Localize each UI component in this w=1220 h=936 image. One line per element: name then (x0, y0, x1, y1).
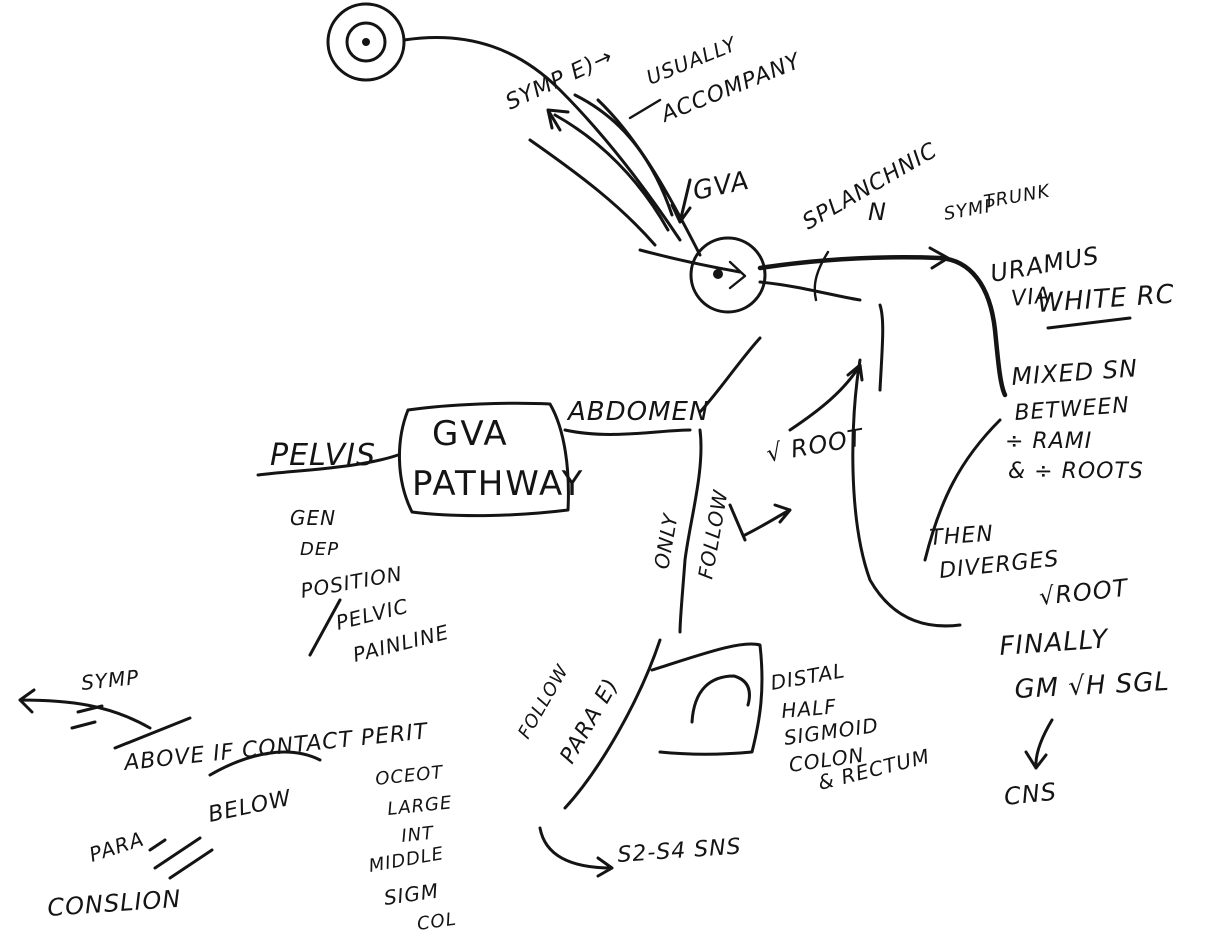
label-col-4: MIDDLE (367, 843, 445, 877)
follow-arrow (745, 505, 790, 535)
label-cns: CNS (1003, 778, 1059, 811)
label-follow-para-1: FOLLOW (514, 661, 573, 743)
eye-fibre-4 (598, 100, 700, 255)
label-col-1: OCEOT (374, 762, 445, 790)
center-node-line2: PATHWAY (412, 464, 584, 504)
label-pelvis-3: POSITION (299, 561, 405, 603)
para-dashes (150, 838, 212, 878)
label-follow: FOLLOW (693, 487, 732, 580)
fibre-into-ganglion (640, 250, 740, 272)
label-conslion: CONSLION (46, 885, 182, 922)
label-urami-1: URAMUS (988, 241, 1101, 288)
splanchnic-lower-line (760, 282, 860, 300)
pelvis-tick (310, 600, 340, 655)
label-urami-3: WHITE RC (1036, 279, 1175, 319)
label-symp-trunk-2: TRUNK (982, 181, 1052, 213)
gva-arrow (672, 180, 690, 222)
root-arrow (790, 365, 862, 430)
eye-fibre-3 (575, 95, 672, 215)
trunk-down-line (680, 430, 701, 632)
label-mixed-4: & ÷ ROOTS (1008, 459, 1144, 484)
label-then-1: THEN (929, 522, 995, 551)
label-gva: GVA (690, 166, 752, 207)
above-underline (115, 718, 190, 748)
cns-arrow (1026, 720, 1052, 768)
label-col-3: INT (400, 823, 436, 847)
label-finally-1: FINALLY (998, 624, 1110, 662)
label-symp-left: SYMP (80, 665, 140, 695)
label-follow-para-2: PARA E) (556, 674, 625, 768)
colon-outline-icon (652, 644, 762, 754)
abdomen-branch-label: ABDOMEN (566, 397, 709, 427)
label-splanchnic-2: N (868, 198, 887, 226)
label-pelvis-1: GEN (290, 506, 336, 530)
abdomen-branch-line (565, 430, 690, 434)
label-col-5: SIGM (382, 878, 440, 909)
label-only: ONLY (649, 511, 683, 571)
label-then-2: DIVERGES (938, 547, 1061, 584)
eye-nerve-line (404, 37, 680, 240)
label-pelvis-4: PELVIC (333, 594, 411, 635)
eye-fibre-1 (555, 115, 668, 230)
white-rc-underline (1048, 318, 1130, 328)
label-mixed-2: BETWEEN (1014, 393, 1131, 426)
usually-tick (630, 100, 660, 118)
center-node-line1: GVA (432, 414, 509, 454)
label-s2s4: S2-S4 SNS (617, 834, 743, 868)
ganglion-circle-icon (691, 238, 765, 312)
label-symp-eye: SYMP E)→ (502, 44, 617, 115)
s2-s4-arrow (540, 828, 612, 876)
symp-left-dash (72, 706, 102, 728)
pelvis-branch-label: PELVIS (270, 438, 376, 473)
label-below: BELOW (206, 786, 294, 828)
label-finally-2: GM √H SGL (1014, 667, 1171, 705)
eye-target-icon (328, 4, 404, 80)
label-droot: √ROOT (1038, 574, 1131, 611)
eye-fibre-2 (530, 140, 655, 245)
label-pelvis-2: DEP (300, 539, 339, 560)
label-distal-1: DISTAL (769, 658, 847, 695)
label-para: PARA (86, 827, 147, 867)
label-col-2: LARGE (386, 792, 453, 820)
follow-cross (730, 505, 745, 540)
label-mixed-3: ÷ RAMI (1005, 429, 1092, 454)
label-col-6: COL (416, 909, 458, 935)
label-mixed-1: MIXED SN (1010, 354, 1138, 391)
